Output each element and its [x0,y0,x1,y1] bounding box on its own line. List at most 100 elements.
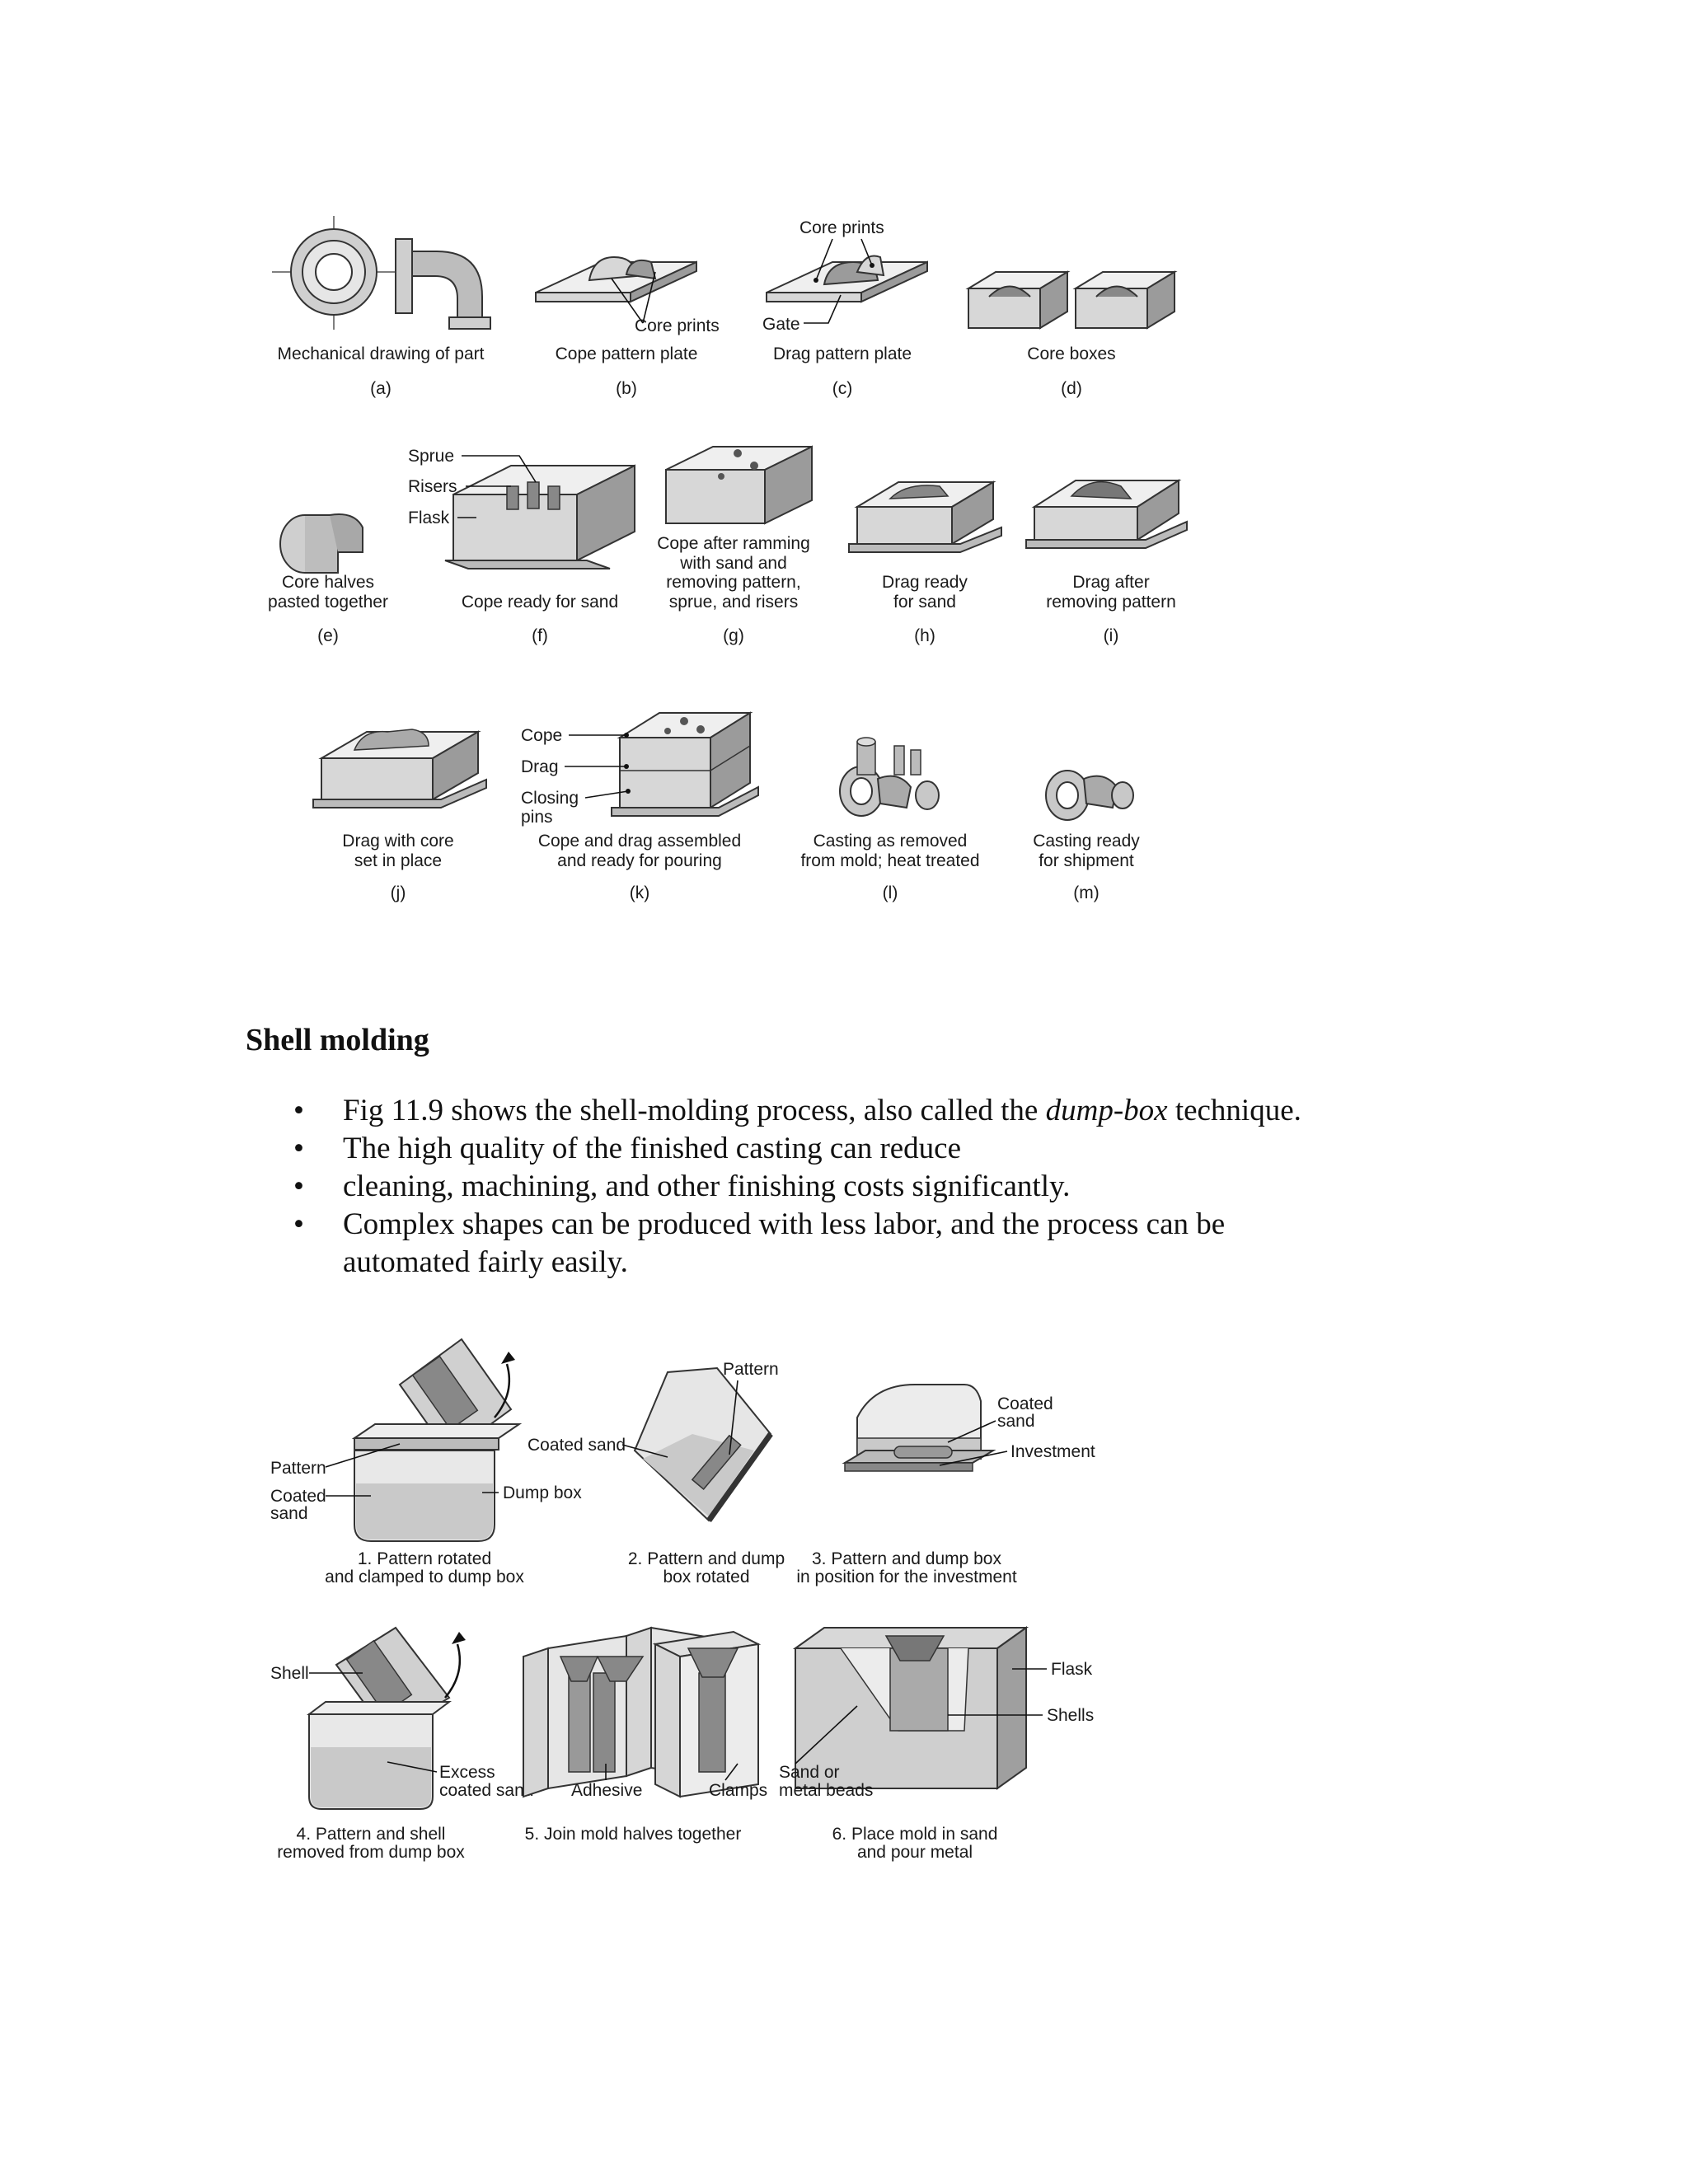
step4-caption-2: removed from dump box [277,1843,465,1862]
step1-callout-coated: Coated [270,1487,326,1506]
step3-callout-coated: Coated [997,1394,1053,1413]
panel-k-label-1: Cope and drag assembled [538,832,741,851]
bullet-text-after: technique. [1168,1094,1301,1127]
bullet-item: • Complex shapes can be produced with les… [280,1206,1332,1282]
panel-f-callout-sprue: Sprue [408,447,454,466]
panel-g-cope-rammed [666,447,812,523]
step1-illustration [354,1339,519,1541]
bullet-symbol: • [293,1092,304,1130]
panel-e-letter: (e) [317,626,339,645]
bullet-symbol: • [293,1130,304,1168]
panel-f-callout-risers: Risers [408,477,457,496]
step1-callout-sand: sand [270,1504,308,1523]
panel-c-callout-gate: Gate [762,315,800,334]
step6-illustration [795,1628,1026,1788]
panel-j-label-1: Drag with core [342,832,453,851]
step1-caption-1: 1. Pattern rotated [358,1549,491,1568]
panel-g-letter: (g) [723,626,744,645]
panel-f-callout-flask: Flask [408,509,450,527]
panel-j-drag-core [313,729,486,808]
panel-h-label-1: Drag ready [882,573,968,592]
bullet-text: Complex shapes can be produced with less… [343,1207,1225,1279]
step1-callout-dump-box: Dump box [503,1483,582,1502]
panel-f-label: Cope ready for sand [462,593,618,612]
panel-j-label-2: set in place [354,851,442,870]
sand-casting-figure: Mechanical drawing of part (a) Core prin… [0,0,1688,989]
panel-d-letter: (d) [1061,379,1082,398]
panel-i-label-1: Drag after [1072,573,1149,592]
panel-m-label-2: for shipment [1039,851,1134,870]
panel-k-callout-cope: Cope [521,726,562,745]
panel-d-label: Core boxes [1027,344,1115,363]
panel-g-label-3: removing pattern, [666,573,800,592]
bullet-item: •Fig 11.9 shows the shell-molding proces… [280,1092,1517,1130]
panel-b-label: Cope pattern plate [556,344,698,363]
step2-caption-2: box rotated [663,1568,749,1586]
panel-g-label-2: with sand and [679,554,787,573]
bullet-symbol: • [293,1168,304,1206]
bullet-item: • The high quality of the finished castin… [280,1130,1517,1168]
panel-i-drag-empty [1026,480,1187,548]
step2-callout-pattern: Pattern [723,1360,779,1379]
panel-k-callout-pins: pins [521,808,553,827]
bullet-emphasis: dump-box [1046,1094,1168,1127]
step3-caption-1: 3. Pattern and dump box [812,1549,1001,1568]
panel-m-casting [1046,771,1133,820]
panel-e-core [280,514,363,573]
section-heading: Shell molding [246,1022,429,1058]
panel-c-callout-core-prints: Core prints [799,218,884,237]
panel-f-letter: (f) [532,626,548,645]
panel-a-label: Mechanical drawing of part [278,344,485,363]
panel-k-callout-drag: Drag [521,757,559,776]
panel-k-callout-closing: Closing [521,789,579,808]
panel-c-label: Drag pattern plate [773,344,912,363]
panel-e-label-1: Core halves [282,573,374,592]
step4-illustration [309,1628,466,1809]
step3-caption-2: in position for the investment [796,1568,1016,1586]
panel-b-plate [536,257,696,302]
panel-l-casting [840,738,939,816]
step6-callout-sand-or: Sand or [779,1763,840,1782]
bullet-symbol: • [293,1206,304,1244]
step3-callout-investment: Investment [1010,1442,1095,1461]
panel-l-letter: (l) [883,883,898,902]
step2-callout-coated-sand: Coated sand [528,1436,626,1455]
panel-h-label-2: for sand [893,593,956,612]
step4-callout-excess: Excess [439,1763,495,1782]
step1-callout-pattern: Pattern [270,1459,326,1478]
step6-caption-2: and pour metal [857,1843,973,1862]
step6-callout-metal-beads: metal beads [779,1781,873,1800]
panel-k-label-2: and ready for pouring [557,851,722,870]
panel-c-plate [767,255,927,302]
panel-g-label-1: Cope after ramming [657,534,810,553]
step4-callout-shell: Shell [270,1664,309,1683]
panel-b-callout-core-prints: Core prints [635,316,720,335]
bullet-item: • cleaning, machining, and other finishin… [280,1168,1517,1206]
panel-i-letter: (i) [1104,626,1119,645]
panel-l-label-1: Casting as removed [814,832,968,851]
step2-illustration [635,1368,771,1521]
step6-caption-1: 6. Place mold in sand [832,1825,998,1844]
panel-c-letter: (c) [832,379,853,398]
panel-m-letter: (m) [1073,883,1099,902]
panel-h-letter: (h) [914,626,935,645]
panel-b-letter: (b) [616,379,637,398]
step1-caption-2: and clamped to dump box [325,1568,524,1586]
bullet-text: cleaning, machining, and other finishing… [343,1169,1070,1203]
step3-callout-sand: sand [997,1412,1035,1431]
panel-a-letter: (a) [370,379,392,398]
bullet-text: The high quality of the finished casting… [343,1132,961,1165]
step2-caption-1: 2. Pattern and dump [628,1549,785,1568]
panel-a-drawing [272,216,490,330]
step3-illustration [845,1385,993,1471]
step4-callout-coated-sand: coated sand [439,1781,533,1800]
panel-m-label-1: Casting ready [1033,832,1140,851]
step6-callout-shells: Shells [1047,1706,1094,1725]
step5-caption: 5. Join mold halves together [525,1825,742,1844]
step5-callout-adhesive: Adhesive [571,1781,642,1800]
step5-callout-clamps: Clamps [709,1781,767,1800]
panel-j-letter: (j) [391,883,406,902]
panel-k-letter: (k) [630,883,650,902]
step4-caption-1: 4. Pattern and shell [297,1825,446,1844]
panel-h-drag [849,482,1001,552]
